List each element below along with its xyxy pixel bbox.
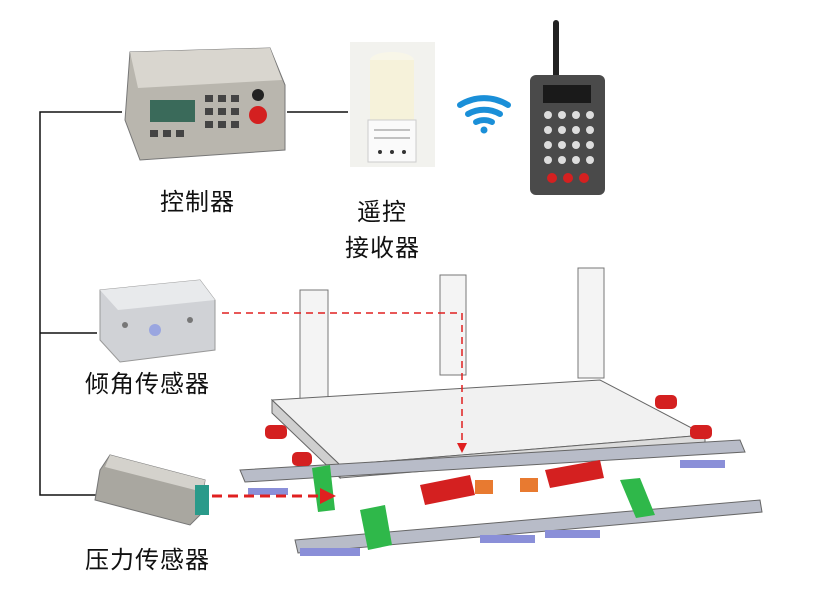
pressure-sensor	[94, 454, 209, 526]
controller-box	[122, 40, 287, 165]
signal-arrows	[212, 312, 467, 504]
tilt-sensor	[99, 279, 216, 363]
lifting-platform	[239, 267, 763, 556]
wifi-icon	[457, 95, 511, 134]
pressure-sensor-label: 压力传感器	[85, 546, 210, 574]
receiver-label-line2: 接收器	[345, 234, 420, 262]
remote-receiver	[350, 42, 435, 167]
wiring-lines	[39, 111, 348, 496]
controller-label: 控制器	[160, 188, 235, 216]
tilt-sensor-label: 倾角传感器	[85, 370, 210, 398]
receiver-label-line1: 遥控	[357, 198, 407, 226]
remote-control	[530, 20, 605, 195]
